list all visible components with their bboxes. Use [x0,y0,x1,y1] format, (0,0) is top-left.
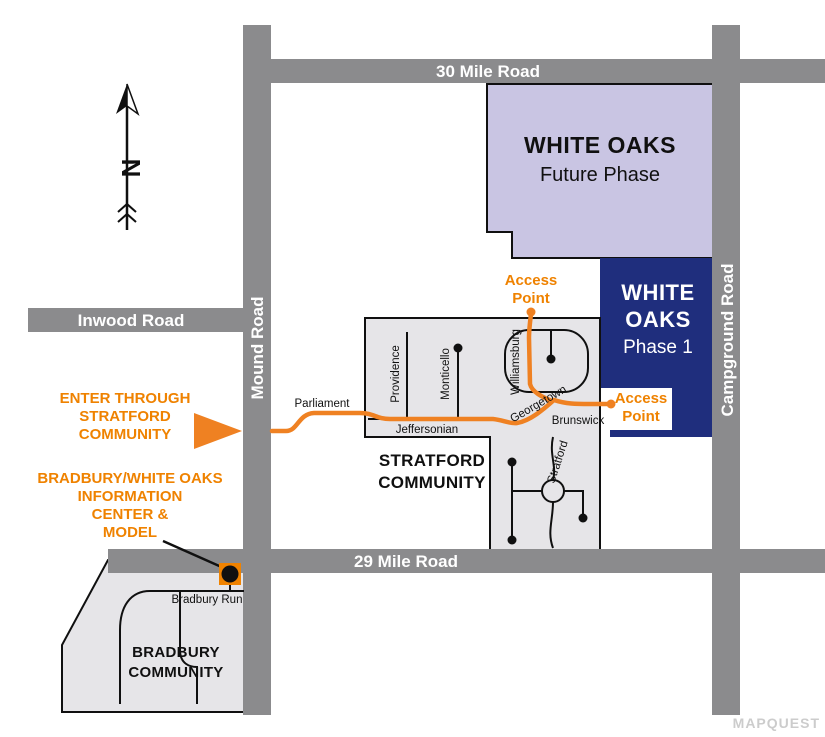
access-point-east-line1: Access [615,390,668,407]
info-note-line4: MODEL [103,524,157,541]
monticello-street-label: Monticello [440,348,452,400]
stratford-culdesac-dot-bottom [507,535,517,545]
inwood-road [28,308,256,332]
williamsburg-loop-street [504,329,589,393]
watermark: MAPQUEST [733,715,820,731]
stratford-community-label-line1: STRATFORD [379,451,485,470]
monticello-culdesac-dot [453,343,463,353]
compass-arrowhead-left [116,84,127,114]
enter-note-line2: STRATFORD [79,408,171,425]
stratford-culdesac-dot-east [578,513,588,523]
info-note-line1: BRADBURY/WHITE OAKS [37,470,222,487]
info-leader-line [162,539,227,571]
route-parliament-jeffersonian [269,397,557,434]
campground-road-label: Campground Road [718,264,737,417]
twentynine-mile-road [108,549,825,573]
bradbury-run-street-label: Bradbury Run [172,594,243,606]
twentynine-mile-road-label: 29 Mile Road [354,552,458,571]
access-point-east-dot [606,399,616,409]
route-williamsburg-access [526,311,555,404]
bradbury-community-label-line2: COMMUNITY [128,664,223,681]
mound-road [243,25,271,715]
thirty-mile-road [243,59,825,83]
brunswick-street-label: Brunswick [552,415,605,427]
thirty-mile-road-label: 30 Mile Road [436,62,540,81]
williamsburg-street-label: Williamsburg [510,329,522,395]
phase1-subtitle: Phase 1 [623,337,693,358]
enter-note-line3: COMMUNITY [79,426,172,443]
compass-arrowhead-right [126,83,140,117]
access-point-north-dot [526,307,536,317]
inwood-road-label: Inwood Road [78,311,185,330]
stratford-side-street [511,464,584,538]
stratford-community-label-line2: COMMUNITY [378,473,486,492]
enter-note-line1: ENTER THROUGH [60,390,191,407]
access-point-north-line1: Access [505,272,558,289]
white-oaks-phase1-area [600,258,716,437]
compass-north-label: N [116,159,146,178]
phase1-title-line2: OAKS [625,307,691,332]
access-point-north-line2: Point [512,290,550,307]
providence-street-label: Providence [390,345,402,403]
compass-fletching [117,202,137,223]
bradbury-side-street [179,591,198,704]
stratford-culdesac-dot-top [507,457,517,467]
jeffersonian-street-label: Jeffersonian [396,424,458,436]
access-point-east-line2: Point [622,408,660,425]
bradbury-community-label-line1: BRADBURY [132,644,220,661]
info-note-line3: CENTER & [92,506,169,523]
enter-arrow [194,413,242,449]
mound-road-label: Mound Road [248,297,267,400]
future-phase-subtitle: Future Phase [540,164,660,186]
compass: N [116,83,146,230]
info-note-line2: INFORMATION [78,488,183,505]
williamsburg-culdesac-dot [546,354,556,364]
campground-road [712,25,740,715]
parliament-street-label: Parliament [295,398,351,410]
route-brunswick [551,397,610,407]
phase1-title-line1: WHITE [621,280,694,305]
info-center-marker-dot [221,565,239,583]
future-phase-title: WHITE OAKS [524,132,676,158]
stratford-street [549,436,556,549]
